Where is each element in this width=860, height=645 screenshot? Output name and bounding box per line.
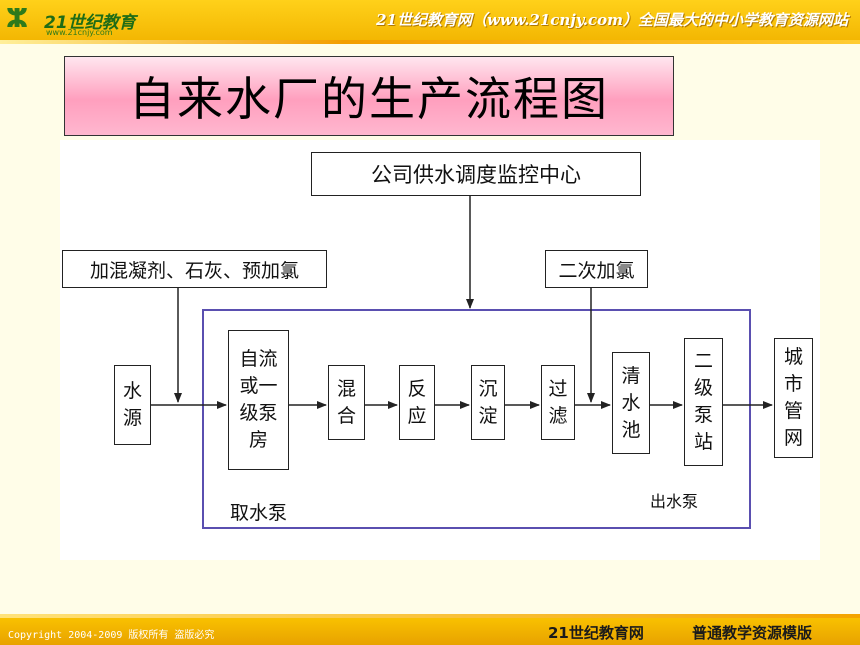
box-clear-water-tank-label: 清水池 <box>621 364 641 441</box>
footer-copyright: Copyright 2004-2009 版权所有 盗版必究 <box>8 630 215 641</box>
box-intake-pumphouse-label: 自流或一级泵房 <box>239 348 278 451</box>
label-intake-pump: 取水泵 <box>230 502 288 524</box>
box-water-source: 水源 <box>114 365 151 445</box>
logo-figure-icon: ⵣ <box>6 4 29 34</box>
box-sedimentation-label: 沉淀 <box>478 377 498 427</box>
additive-box-2: 二次加氯 <box>545 250 648 288</box>
site-logo[interactable]: ⵣ 21世纪教育 www.21cnjy.com <box>4 2 184 40</box>
header-stripe <box>0 40 860 44</box>
box-secondary-pump-station: 二级泵站 <box>684 338 723 466</box>
header-bar: ⵣ 21世纪教育 www.21cnjy.com 21世纪教育网（www.21cn… <box>0 0 860 44</box>
page-title: 自来水厂的生产流程图 <box>129 72 609 126</box>
box-mixing-label: 混合 <box>336 377 356 427</box>
box-filtration-label: 过滤 <box>548 377 568 427</box>
box-city-network-label: 城市管网 <box>783 346 803 449</box>
box-sedimentation: 沉淀 <box>471 365 505 440</box>
box-intake-pumphouse: 自流或一级泵房 <box>228 330 289 470</box>
label-outlet-pump: 出水泵 <box>650 492 699 511</box>
flowchart-connectors <box>151 196 773 529</box>
box-water-source-label: 水源 <box>122 380 142 429</box>
box-city-network: 城市管网 <box>774 338 813 458</box>
title-box: 自来水厂的生产流程图 <box>64 56 674 136</box>
box-clear-water-tank: 清水池 <box>612 352 650 454</box>
box-filtration: 过滤 <box>541 365 575 440</box>
plant-boundary <box>202 309 751 529</box>
box-mixing: 混合 <box>328 365 365 440</box>
flowchart-diagram: 公司供水调度监控中心 加混凝剂、石灰、预加氯 二次加氯 水源 自流或一级泵房 混… <box>60 140 820 560</box>
header-slogan: 21世纪教育网（www.21cnjy.com）全国最大的中小学教育资源网站 <box>376 11 848 29</box>
box-reaction: 反应 <box>399 365 435 440</box>
footer-stripe <box>0 614 860 618</box>
logo-url: www.21cnjy.com <box>46 28 113 37</box>
footer-brand[interactable]: 21世纪教育网 <box>548 624 644 642</box>
additive-box-1: 加混凝剂、石灰、预加氯 <box>62 250 327 288</box>
footer-template-name: 普通教学资源模版 <box>692 624 813 642</box>
logo-text: 21世纪教育 <box>44 13 136 33</box>
monitoring-center-box: 公司供水调度监控中心 <box>311 152 641 196</box>
footer-bar: Copyright 2004-2009 版权所有 盗版必究 21世纪教育网 普通… <box>0 618 860 645</box>
box-reaction-label: 反应 <box>407 377 427 427</box>
box-secondary-pump-station-label: 二级泵站 <box>693 350 713 453</box>
